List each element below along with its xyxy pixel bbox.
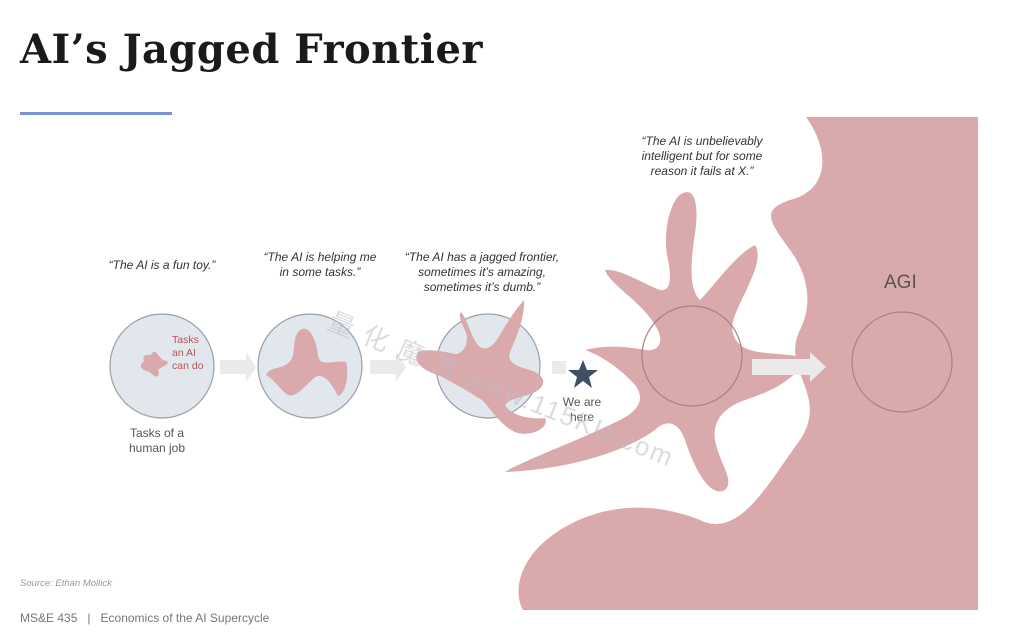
title-accent-rule [20,112,172,115]
quote-stage3: “The AI has a jagged frontier, sometimes… [404,250,560,294]
quote-stage1: “The AI is a fun toy.” [108,258,216,272]
quote-stage2: “The AI is helping me in some tasks.” [263,250,377,279]
slide-title: AI’s Jagged Frontier [20,26,483,73]
tasks-ai-can-do-label: Tasks an AI can do [172,334,204,372]
footer-separator: | [87,611,91,625]
footer: MS&E 435 | Economics of the AI Supercycl… [20,611,269,625]
footer-course: MS&E 435 [20,611,78,625]
quote-stage4: “The AI is unbelievably intelligent but … [641,134,763,178]
we-are-here-label: We are here [562,395,602,424]
human-job-label: Tasks of a human job [128,426,186,455]
star-icon [568,360,598,388]
footer-subtitle: Economics of the AI Supercycle [100,611,270,625]
stage1-blob [140,351,168,377]
human-job-circle-4 [641,305,743,407]
agi-region [518,117,978,610]
human-job-circle-5 [851,311,953,413]
arrow-right-icon [370,352,406,382]
stage4-blob [505,192,805,492]
arrow-right-icon [752,352,826,382]
arrow-right-icon [552,361,566,374]
stage3-blob [416,300,546,434]
source-citation: Source: Ethan Mollick [20,578,112,589]
agi-label: AGI [884,272,917,293]
stage2-blob [266,328,348,396]
arrow-right-icon [220,352,256,382]
